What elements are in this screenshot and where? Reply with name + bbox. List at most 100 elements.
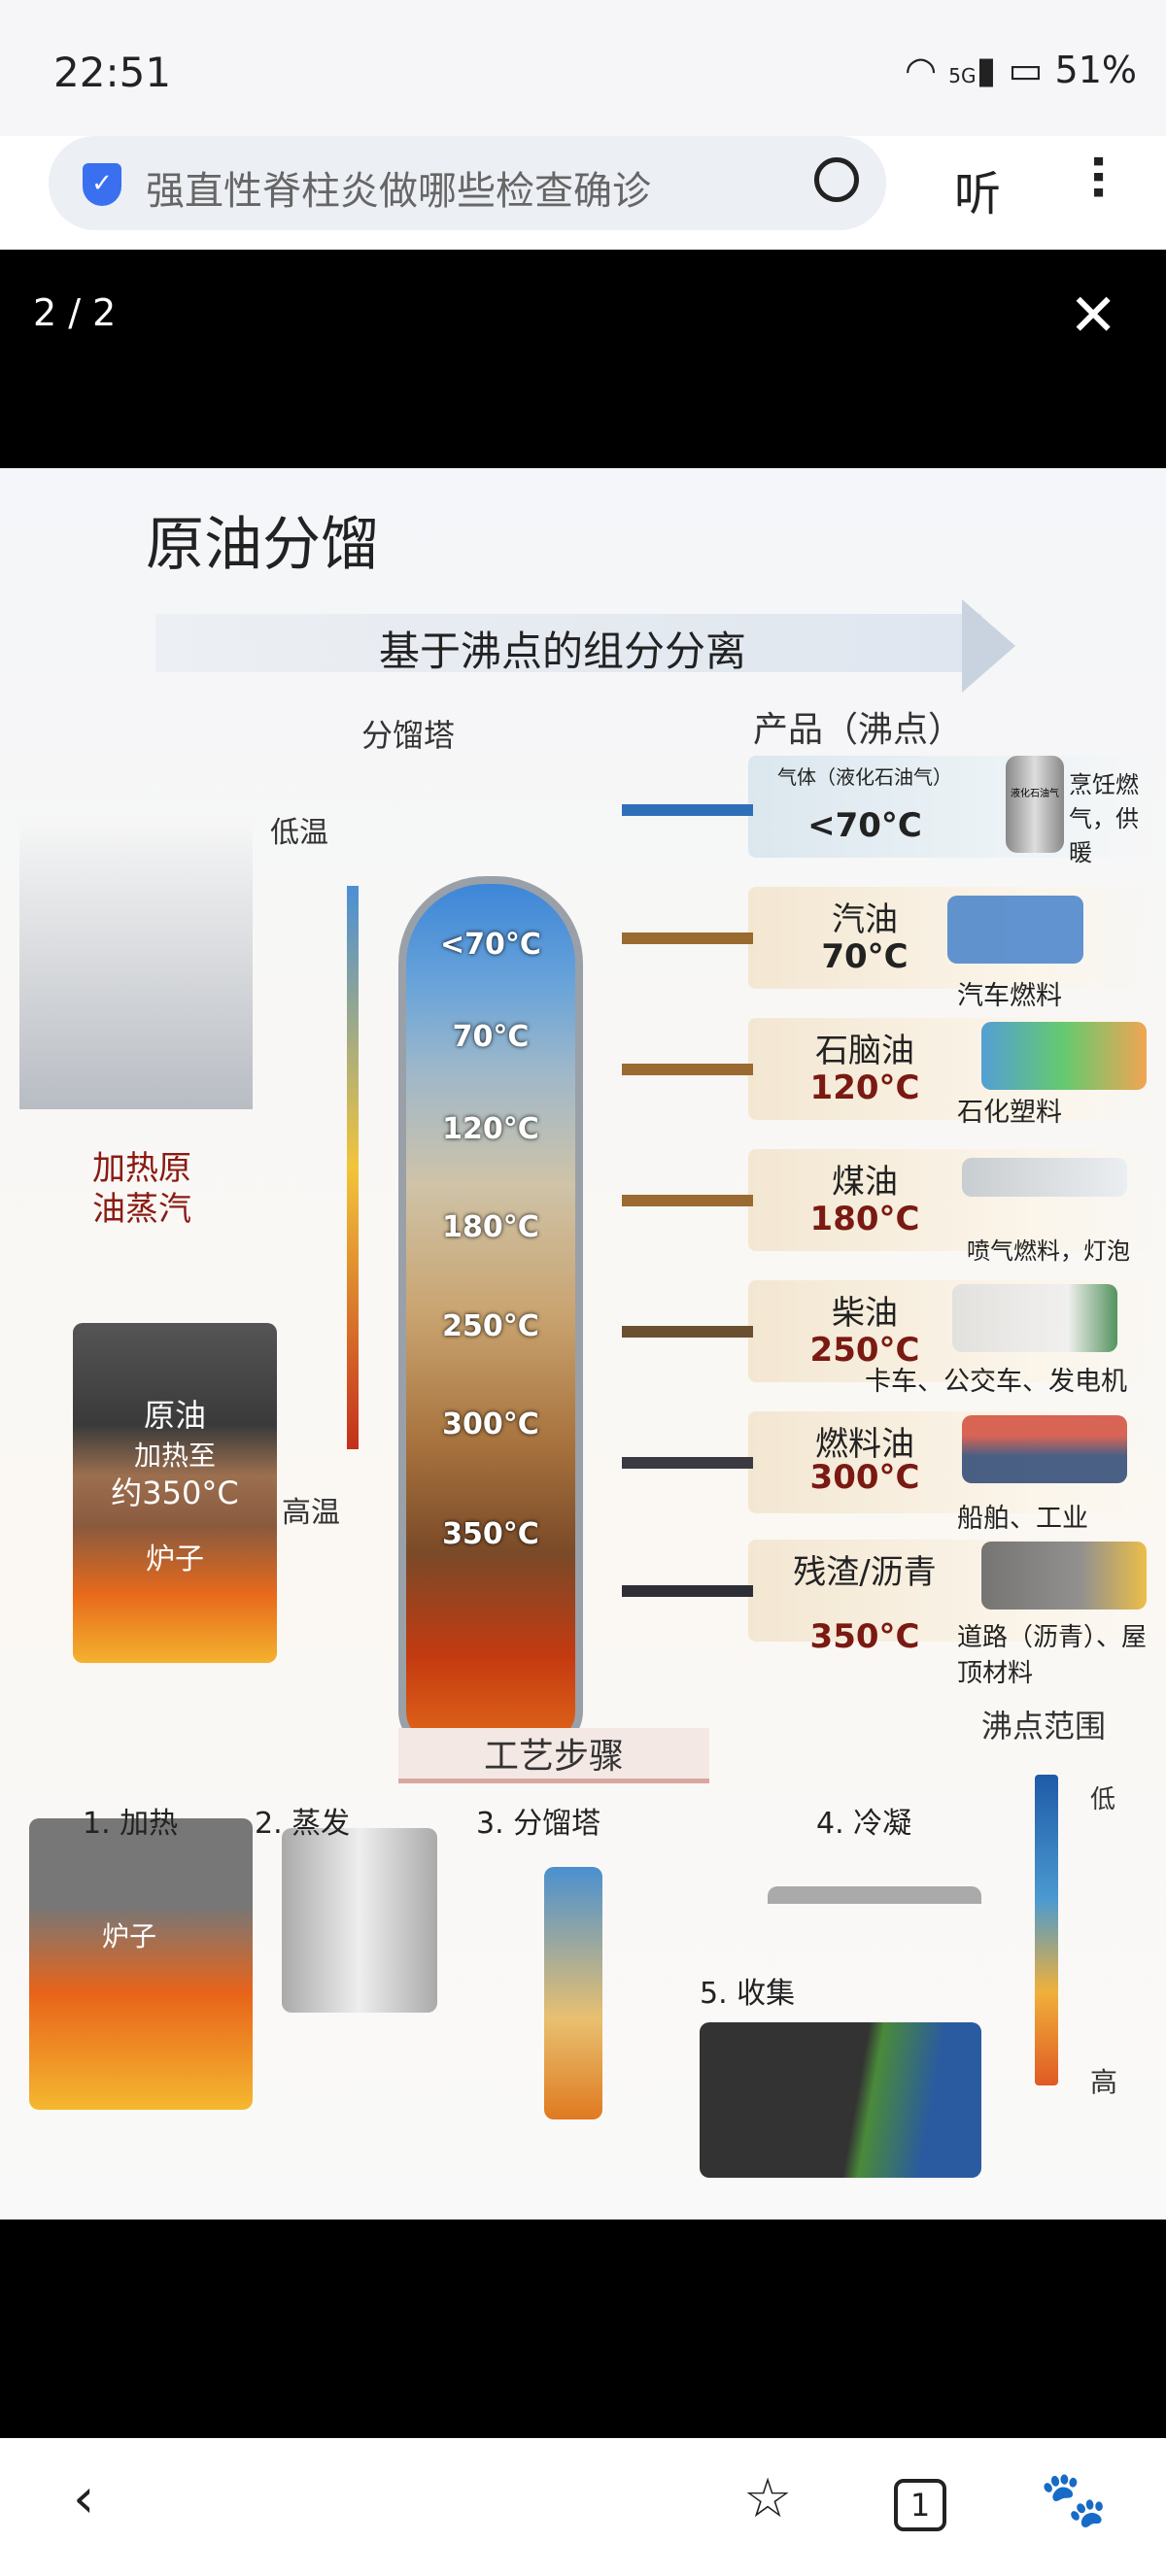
ship-picture	[962, 1415, 1127, 1483]
product-arrow	[622, 804, 753, 816]
viewer-header	[0, 250, 1166, 468]
product-name: 柴油	[832, 1294, 898, 1333]
product-name: 汽油	[832, 900, 898, 939]
listen-button[interactable]: 听	[954, 167, 1002, 221]
scale-high-label: 高	[1090, 2066, 1118, 2098]
search-query[interactable]: 强直性脊柱炎做哪些检查确诊	[146, 169, 651, 214]
airplane-picture	[962, 1158, 1127, 1197]
baidu-paw-icon[interactable]: 🐾	[1040, 2468, 1108, 2531]
bottom-nav: ‹ ☆ 1 🐾	[0, 2438, 1166, 2576]
infographic-title: 原油分馏	[146, 511, 379, 579]
boiling-scale-bar	[1035, 1775, 1058, 2085]
scale-low-label: 低	[1090, 1785, 1116, 1814]
product-arrow	[622, 1326, 753, 1338]
product-name: 燃料油	[815, 1425, 914, 1464]
close-icon[interactable]: ✕	[1069, 282, 1118, 350]
product-arrow	[622, 1195, 753, 1206]
product-temp: 350°C	[809, 1617, 920, 1656]
star-icon[interactable]: ☆	[743, 2467, 793, 2530]
banner-arrow-icon	[962, 599, 1015, 693]
step-tower-picture	[544, 1867, 602, 2119]
feed-label: 加热原油蒸汽	[92, 1149, 191, 1229]
product-arrow	[622, 1585, 753, 1597]
product-use: 石化塑料	[957, 1098, 1062, 1128]
product-temp: 250°C	[809, 1331, 920, 1370]
clock: 22:51	[53, 49, 172, 96]
product-use: 烹饪燃气，供暖	[1069, 771, 1139, 866]
steps-title: 工艺步骤	[398, 1728, 709, 1783]
product-row-lpg: 气体（液化石油气） <70°C 烹饪燃气，供暖 液化石油气	[748, 756, 1156, 866]
tabs-icon[interactable]: 1	[894, 2479, 946, 2531]
product-name: 石脑油	[815, 1032, 914, 1070]
signal-icon: ▮	[976, 49, 997, 91]
tower-level: <70°C	[440, 928, 541, 962]
gas-tank-picture: 液化石油气	[1006, 756, 1064, 853]
products-header: 产品（沸点）	[753, 710, 964, 750]
tower-level: 300°C	[442, 1407, 539, 1441]
wifi-icon: ◠	[905, 49, 938, 91]
tower-label: 分馏塔	[361, 717, 456, 754]
refinery-picture	[19, 818, 253, 1109]
tower-level: 250°C	[442, 1309, 539, 1343]
more-icon[interactable]: ⋯	[1071, 153, 1125, 200]
page-counter: 2 / 2	[33, 291, 117, 334]
step-label: 1. 加热	[83, 1807, 179, 1841]
product-use: 卡车、公交车、发电机	[865, 1367, 1127, 1397]
product-name: 残渣/沥青	[793, 1553, 937, 1592]
car-picture	[947, 896, 1083, 964]
step-label: 2. 蒸发	[255, 1807, 351, 1841]
chemistry-picture	[981, 1022, 1147, 1090]
search-bar[interactable]: ✓ 强直性脊柱炎做哪些检查确诊	[49, 136, 886, 230]
back-icon[interactable]: ‹	[73, 2467, 95, 2530]
product-use: 喷气燃料，灯泡	[967, 1237, 1130, 1265]
shield-icon: ✓	[83, 163, 121, 206]
furnace-label: 炉子	[146, 1542, 204, 1576]
low-temp-label: 低温	[270, 816, 328, 850]
product-temp: 300°C	[809, 1458, 920, 1497]
product-arrow	[622, 932, 753, 944]
product-row-kerosene: 煤油 180°C 喷气燃料，灯泡	[748, 1149, 1156, 1265]
product-use: 汽车燃料	[957, 981, 1062, 1011]
banner-text: 基于沸点的组分分离	[379, 627, 747, 675]
product-temp: <70°C	[807, 806, 922, 845]
viewer-footer	[0, 2220, 1166, 2438]
tower-level: 120°C	[442, 1112, 539, 1146]
step-heating-picture: 炉子	[29, 1818, 253, 2110]
product-temp: 70°C	[821, 937, 909, 976]
step-label: 3. 分馏塔	[476, 1807, 601, 1841]
battery-icon: ▭	[1008, 49, 1044, 91]
status-bar: 22:51 ◠ 5G▮ ▭ 51%	[0, 0, 1166, 136]
network-label: 5G	[948, 64, 977, 87]
infographic-image: 原油分馏 基于沸点的组分分离 分馏塔 低温 高温 加热原油蒸汽 原油 加热至 约…	[0, 468, 1166, 2220]
step-furnace-label: 炉子	[102, 1920, 157, 1952]
step-collection-picture	[700, 2022, 981, 2178]
high-temp-label: 高温	[282, 1496, 340, 1530]
product-use: 船舶、工业	[957, 1504, 1088, 1534]
product-temp: 120°C	[809, 1068, 920, 1107]
product-name: 气体（液化石油气）	[777, 765, 952, 789]
truck-picture	[952, 1284, 1117, 1352]
distillation-tower: <70°C 70°C 120°C 180°C 250°C 300°C 350°C	[398, 876, 583, 1750]
temperature-arrow	[347, 886, 359, 1449]
tower-level: 180°C	[442, 1210, 539, 1244]
banner-bar	[155, 614, 981, 672]
furnace-temp-label: 约350°C	[111, 1474, 239, 1511]
furnace-heat-label: 加热至	[133, 1440, 216, 1472]
search-icon[interactable]	[814, 157, 859, 202]
product-arrow	[622, 1064, 753, 1075]
battery-percent: 51%	[1054, 49, 1137, 91]
product-use: 道路（沥青）、屋顶材料	[957, 1623, 1148, 1688]
step-label: 4. 冷凝	[816, 1807, 912, 1841]
step-evaporation-picture	[282, 1828, 437, 2013]
furnace-picture: 原油 加热至 约350°C 炉子	[73, 1323, 277, 1663]
product-arrow	[622, 1457, 753, 1469]
product-temp: 180°C	[809, 1200, 920, 1238]
step-label: 5. 收集	[700, 1977, 796, 2011]
tower-level: 350°C	[442, 1517, 539, 1551]
product-name: 煤油	[832, 1163, 898, 1202]
range-label: 沸点范围	[981, 1708, 1107, 1745]
road-roller-picture	[981, 1542, 1147, 1610]
status-icons: ◠ 5G▮ ▭ 51%	[905, 49, 1137, 91]
tower-level: 70°C	[452, 1020, 530, 1054]
furnace-crude-label: 原油	[143, 1397, 206, 1434]
